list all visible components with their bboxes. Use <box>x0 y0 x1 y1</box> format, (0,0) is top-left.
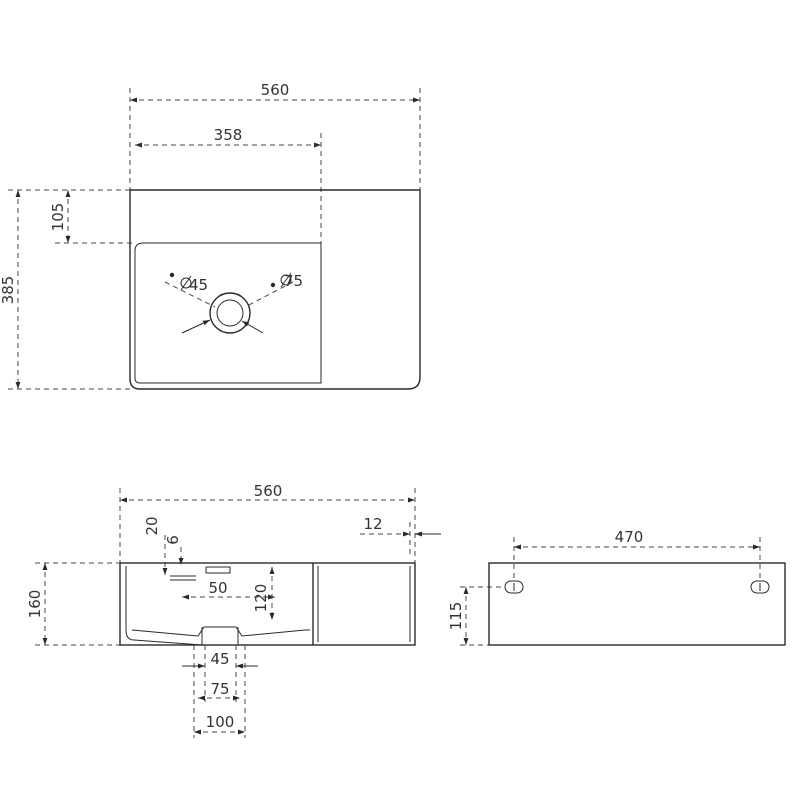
basin-floor-profile <box>131 626 310 637</box>
diameter-symbol-icon <box>280 274 292 286</box>
slot-spacing-label: 470 <box>615 528 644 546</box>
diameter-label-75: 75 <box>280 272 303 290</box>
basin-bowl-profile <box>125 566 203 646</box>
overflow-width-dimension-label: 50 <box>208 579 227 597</box>
hole-right-diameter-label: 75 <box>284 272 303 290</box>
slot-height-label: 115 <box>447 602 465 631</box>
basin-depth-dimension-label: 120 <box>252 584 270 613</box>
depth-dimension-label: 385 <box>0 276 17 305</box>
diameter-symbol-icon <box>180 277 192 289</box>
mounting-slot-right <box>750 580 770 594</box>
height-dimension-label: 160 <box>26 590 44 619</box>
back-panel-outline <box>488 562 786 646</box>
back-view: 470 115 <box>447 528 786 646</box>
overflow-slot <box>205 566 231 574</box>
diameter-symbol-icon <box>280 272 292 288</box>
basin-width-dimension-label: 358 <box>214 126 243 144</box>
offset-dimension-label: 105 <box>49 203 67 232</box>
leader-line <box>244 281 294 308</box>
diameter-label-45: 45 <box>180 275 208 294</box>
top-view: 560 358 385 105 45 75 <box>0 81 421 390</box>
diameter-symbol-icon <box>180 275 192 291</box>
leader-dot <box>169 272 175 278</box>
drain-75-label: 75 <box>210 680 229 698</box>
drain-100-label: 100 <box>206 713 235 731</box>
basin-section-outline <box>119 562 416 646</box>
drain-inner-circle <box>216 299 244 327</box>
hole-left-diameter-label: 45 <box>189 276 208 294</box>
basin-bowl-outline <box>134 242 322 384</box>
rim-dimension-label: 20 <box>143 516 161 535</box>
basin-top-outline <box>129 189 421 390</box>
front-section: 560 12 160 20 6 50 120 <box>26 482 441 738</box>
diameter-arrow <box>241 320 264 334</box>
width-dimension-label: 560 <box>254 482 283 500</box>
wall-dimension-label: 12 <box>363 515 382 533</box>
mounting-slot-left <box>504 580 524 594</box>
overflow-height-dimension-label: 6 <box>164 535 182 545</box>
drain-45-label: 45 <box>210 650 229 668</box>
leader-dot <box>270 282 276 288</box>
width-dimension-label: 560 <box>261 81 290 99</box>
leader-line <box>164 281 216 308</box>
drain-outlet <box>201 627 239 645</box>
diameter-arrow <box>181 319 211 334</box>
drain-outer-circle <box>209 292 251 334</box>
